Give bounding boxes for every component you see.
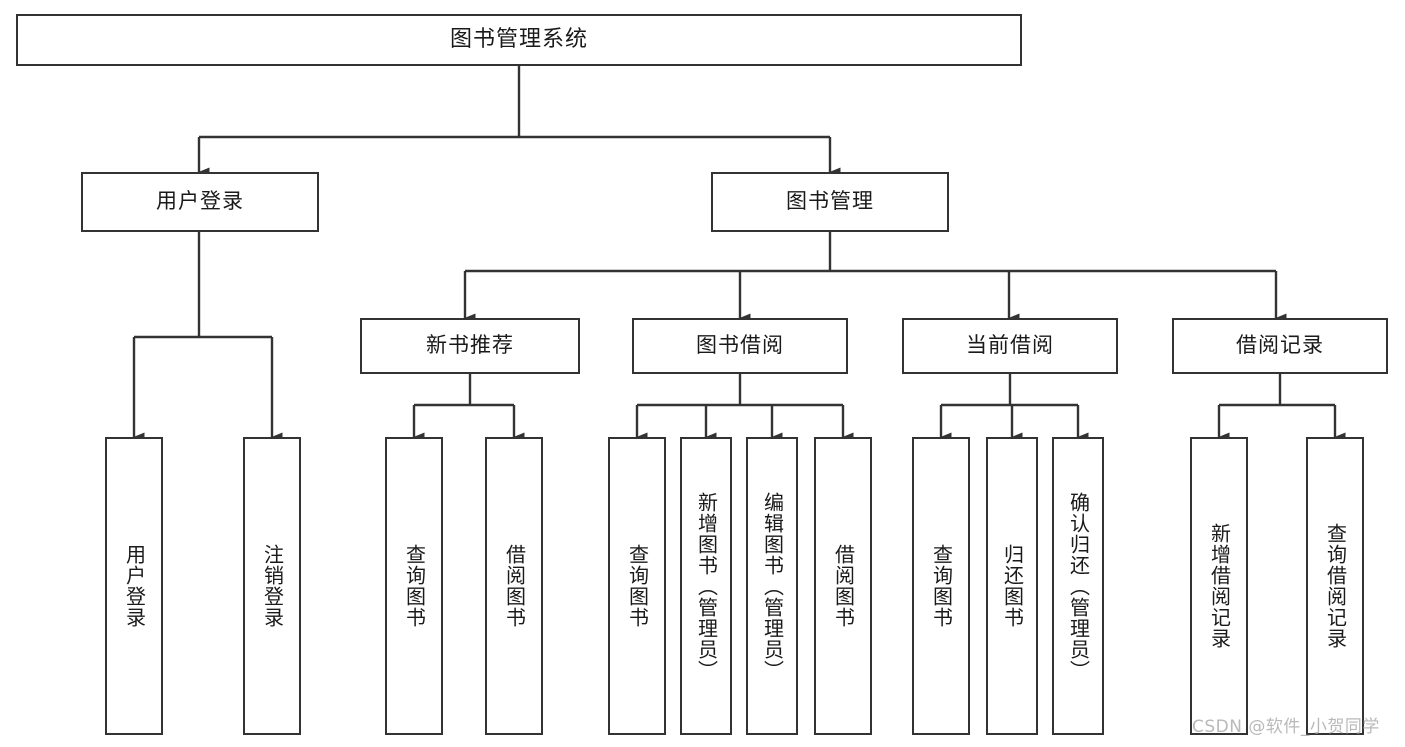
node-label: 图书管理系统 bbox=[449, 26, 588, 52]
node-label: 新书推荐 bbox=[426, 333, 514, 358]
node-leaf-0[interactable]: 用户登录 bbox=[105, 437, 163, 735]
node-level3-2[interactable]: 当前借阅 bbox=[902, 318, 1118, 374]
node-label: 编辑图书（管理员） bbox=[760, 491, 785, 681]
node-level3-3[interactable]: 借阅记录 bbox=[1172, 318, 1388, 374]
node-root-system[interactable]: 图书管理系统 bbox=[16, 14, 1022, 66]
node-label: 图书管理 bbox=[786, 189, 874, 214]
node-leaf-6[interactable]: 编辑图书（管理员） bbox=[746, 437, 798, 735]
node-level2-0[interactable]: 用户登录 bbox=[81, 172, 319, 232]
node-label: 借阅记录 bbox=[1236, 333, 1324, 358]
node-leaf-7[interactable]: 借阅图书 bbox=[814, 437, 872, 735]
node-label: 用户登录 bbox=[122, 544, 147, 628]
node-leaf-3[interactable]: 借阅图书 bbox=[485, 437, 543, 735]
node-leaf-12[interactable]: 查询借阅记录 bbox=[1306, 437, 1364, 735]
node-label: 借阅图书 bbox=[502, 544, 527, 628]
node-label: 用户登录 bbox=[156, 189, 244, 214]
node-label: 注销登录 bbox=[260, 544, 285, 628]
node-label: 查询图书 bbox=[625, 544, 650, 628]
node-label: 查询图书 bbox=[929, 544, 954, 628]
node-leaf-1[interactable]: 注销登录 bbox=[243, 437, 301, 735]
node-level2-1[interactable]: 图书管理 bbox=[711, 172, 949, 232]
node-label: 新增借阅记录 bbox=[1207, 523, 1232, 649]
node-label: 查询借阅记录 bbox=[1323, 523, 1348, 649]
node-label: 新增图书（管理员） bbox=[694, 491, 719, 681]
node-label: 查询图书 bbox=[402, 544, 427, 628]
node-leaf-9[interactable]: 归还图书 bbox=[986, 437, 1038, 735]
node-label: 借阅图书 bbox=[831, 544, 856, 628]
node-label: 归还图书 bbox=[1000, 544, 1025, 628]
node-leaf-8[interactable]: 查询图书 bbox=[912, 437, 970, 735]
node-label: 确认归还（管理员） bbox=[1066, 491, 1091, 681]
node-label: 图书借阅 bbox=[696, 333, 784, 358]
watermark-text: CSDN @软件_小贺同学 bbox=[1192, 717, 1380, 737]
node-level3-0[interactable]: 新书推荐 bbox=[360, 318, 580, 374]
node-leaf-5[interactable]: 新增图书（管理员） bbox=[680, 437, 732, 735]
node-leaf-11[interactable]: 新增借阅记录 bbox=[1190, 437, 1248, 735]
node-label: 当前借阅 bbox=[966, 333, 1054, 358]
node-leaf-4[interactable]: 查询图书 bbox=[608, 437, 666, 735]
node-level3-1[interactable]: 图书借阅 bbox=[632, 318, 848, 374]
node-leaf-2[interactable]: 查询图书 bbox=[385, 437, 443, 735]
node-leaf-10[interactable]: 确认归还（管理员） bbox=[1052, 437, 1104, 735]
